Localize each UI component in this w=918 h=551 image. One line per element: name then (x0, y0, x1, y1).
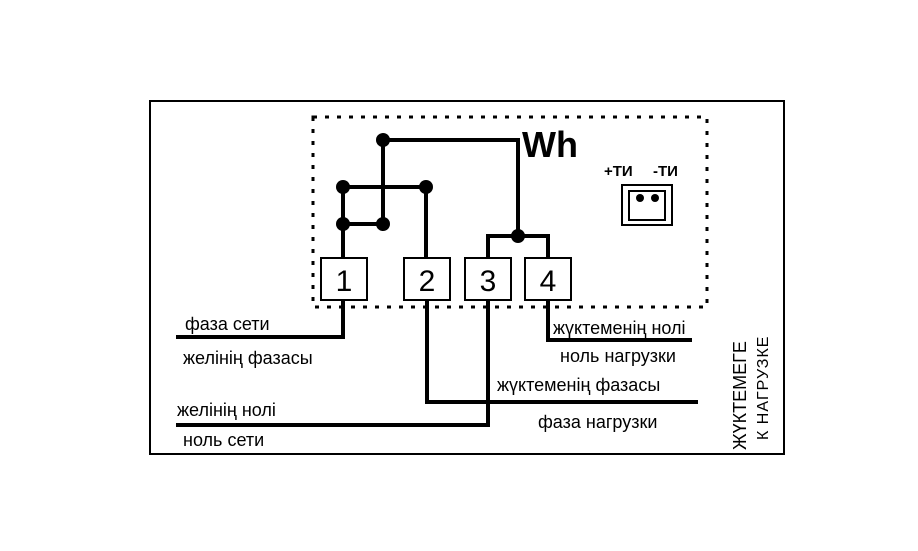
ti-minus-label: -ТИ (653, 163, 678, 180)
terminal-1: 1 (320, 257, 368, 301)
neutral-network-ru-label: ноль сети (183, 430, 264, 450)
meter-title: Wh (522, 124, 578, 165)
terminal-3-label: 3 (480, 265, 497, 298)
terminal-2: 2 (403, 257, 451, 301)
neutral-load-kz-label: жүктеменің нолі (553, 318, 686, 338)
meter-housing-outline (311, 115, 709, 309)
ti-plus-label: +ТИ (604, 163, 633, 180)
external-wiring (176, 300, 698, 427)
terminal-2-label: 2 (419, 265, 436, 298)
phase-load-kz-label: жүктеменің фазасы (497, 375, 660, 395)
neutral-network-kz-label: желінің нолі (177, 400, 276, 420)
phase-network-kz-label: желінің фазасы (183, 348, 313, 368)
terminal-4-label: 4 (540, 265, 557, 298)
phase-load-ru-label: фаза нагрузки (538, 412, 657, 432)
to-load-ru-label: К НАГРУЗКЕ (755, 336, 772, 440)
terminal-3: 3 (464, 257, 512, 301)
diagram-frame (149, 100, 785, 455)
phase-network-ru-label: фаза сети (185, 314, 270, 334)
terminal-4: 4 (524, 257, 572, 301)
terminal-1-label: 1 (336, 265, 353, 298)
ti-connector-icon (621, 184, 673, 226)
neutral-load-ru-label: ноль нагрузки (560, 346, 676, 366)
internal-wiring (336, 133, 550, 258)
to-load-kz-label: ЖҮКТЕМЕГЕ (730, 341, 750, 450)
